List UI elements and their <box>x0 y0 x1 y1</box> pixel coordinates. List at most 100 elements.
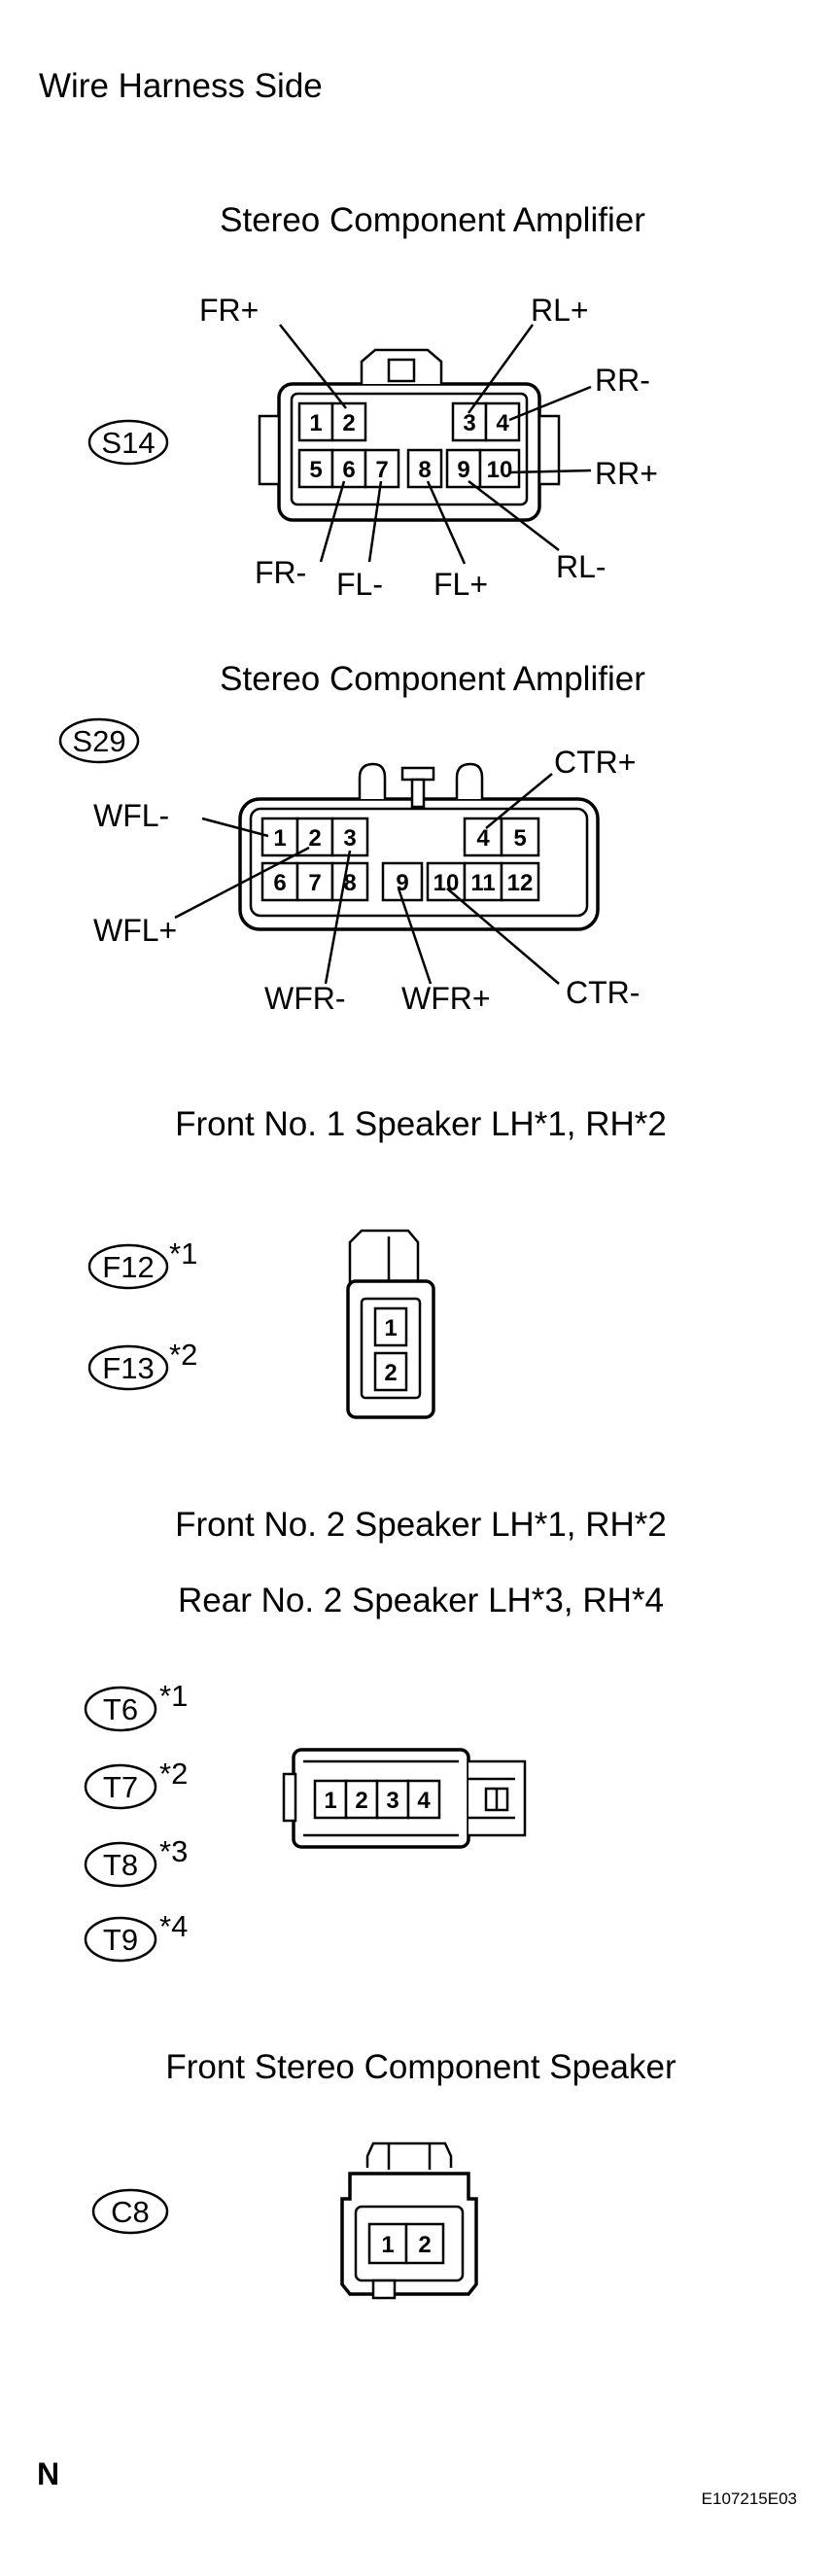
code-ellipse <box>87 419 169 466</box>
housing-tab-right <box>537 414 561 486</box>
pin-6: 6 <box>342 457 355 483</box>
connector-title: Front Stereo Component Speaker <box>165 2048 676 2086</box>
code-label: F12 <box>102 1250 154 1284</box>
pin-1: 1 <box>309 410 322 436</box>
pin-7: 7 <box>375 457 388 483</box>
connector-t6-t9: Front No. 2 Speaker LH*1, RH*2 Rear No. … <box>84 1506 667 1963</box>
pin-1: 1 <box>324 1788 336 1814</box>
connector-code-badge: S14 <box>87 419 169 466</box>
housing-face <box>354 2205 465 2282</box>
pin-7: 7 <box>308 870 321 896</box>
label-wfl-minus: WFL- <box>93 798 169 833</box>
label-ctr-minus: CTR- <box>566 975 640 1010</box>
housing-latch-key <box>387 358 416 383</box>
pin-8: 8 <box>418 457 431 483</box>
pin-1: 1 <box>384 1315 397 1341</box>
connector-code-badge: S29 <box>58 717 140 764</box>
housing-face <box>249 807 589 918</box>
code-note: *2 <box>169 1338 197 1372</box>
connector-housing: 1 2 3 4 <box>282 1748 527 1849</box>
code-note: *1 <box>159 1679 188 1713</box>
pin-2: 2 <box>384 1360 397 1386</box>
housing-latch-stem <box>410 778 426 809</box>
pin-grid: 1 2 3 4 <box>313 1779 441 1820</box>
connector-s29: Stereo Component Amplifier S29 1 2 3 4 5… <box>58 660 645 1016</box>
pin-labels: WFL- WFL+ WFR- WFR+ CTR+ CTR- <box>93 745 640 1016</box>
label-rr-minus: RR- <box>595 363 650 398</box>
housing-key <box>371 2279 397 2300</box>
housing-tab-left <box>258 414 281 486</box>
code-note: *4 <box>159 1909 188 1943</box>
code-label: T6 <box>103 1692 138 1726</box>
housing-latch-key <box>400 766 435 782</box>
pin-11: 11 <box>470 870 495 896</box>
pin-2: 2 <box>342 410 355 436</box>
leader-lines <box>279 324 592 565</box>
connector-subtitle: Rear No. 2 Speaker LH*3, RH*4 <box>178 1582 664 1619</box>
label-ctr-plus: CTR+ <box>554 745 636 780</box>
pin-1: 1 <box>273 825 286 852</box>
connector-code-badge: T8 *3 <box>84 1834 188 1888</box>
label-wfr-minus: WFR- <box>264 981 346 1016</box>
connector-housing: 1 2 3 4 5 6 7 8 9 10 11 12 <box>238 762 600 931</box>
label-wfr-plus: WFR+ <box>401 981 491 1016</box>
label-fl-plus: FL+ <box>433 567 488 602</box>
code-label: S14 <box>101 426 155 460</box>
code-ellipse <box>91 2188 169 2235</box>
label-rr-plus: RR+ <box>595 456 658 491</box>
housing-tab-left <box>282 1772 297 1823</box>
figure-code: E107215E03 <box>702 2489 797 2508</box>
code-ellipse <box>58 717 140 764</box>
pin-3: 3 <box>463 410 475 436</box>
label-fl-minus: FL- <box>336 567 383 602</box>
connector-title: Front No. 2 Speaker LH*1, RH*2 <box>175 1506 667 1544</box>
code-note: *2 <box>159 1757 188 1791</box>
code-ellipse <box>87 1344 169 1391</box>
housing-latch-right <box>455 762 484 799</box>
pin-4: 4 <box>417 1788 431 1814</box>
connector-s14: Stereo Component Amplifier S14 1 2 3 4 5 <box>87 201 658 602</box>
connector-housing: 1 2 <box>346 1229 435 1419</box>
code-label: C8 <box>111 2195 150 2229</box>
pin-2: 2 <box>355 1788 367 1814</box>
connector-code-badge: C8 <box>91 2188 169 2235</box>
label-rl-minus: RL- <box>556 549 607 584</box>
pin-3: 3 <box>386 1788 399 1814</box>
housing-latch <box>348 1229 420 1285</box>
header-title: Wire Harness Side <box>39 67 323 105</box>
pin-2: 2 <box>418 2232 431 2258</box>
label-wfl-plus: WFL+ <box>93 913 177 948</box>
pin-4: 4 <box>496 410 509 436</box>
pin-5: 5 <box>309 457 322 483</box>
connector-code-badge: F12 *1 <box>87 1236 197 1290</box>
label-rl-plus: RL+ <box>531 293 589 328</box>
pin-9: 9 <box>457 457 469 483</box>
footer-mark: N <box>37 2456 59 2491</box>
housing-face <box>360 1297 422 1400</box>
code-label: T8 <box>103 1848 138 1882</box>
pin-10: 10 <box>487 457 513 483</box>
pin-labels: FR+ RL+ RR- RR+ FR- FL- FL+ RL- <box>199 293 658 602</box>
connector-housing: 1 2 <box>340 2141 478 2300</box>
connector-title: Front No. 1 Speaker LH*1, RH*2 <box>175 1105 667 1143</box>
housing-face <box>290 392 529 506</box>
pin-8: 8 <box>343 870 356 896</box>
pin-9: 9 <box>396 870 408 896</box>
connector-f12-f13: Front No. 1 Speaker LH*1, RH*2 F12 *1 F1… <box>87 1105 667 1419</box>
pin-6: 6 <box>273 870 286 896</box>
code-label: S29 <box>72 724 125 758</box>
code-note: *3 <box>159 1834 188 1868</box>
housing-latch <box>365 2141 453 2168</box>
housing-outline <box>346 1279 435 1419</box>
connector-code-badge: F13 *2 <box>87 1338 197 1391</box>
code-note: *1 <box>169 1236 197 1271</box>
code-label: F13 <box>102 1351 154 1385</box>
connector-title: Stereo Component Amplifier <box>220 201 645 239</box>
connector-c8: Front Stereo Component Speaker C8 1 2 <box>91 2048 676 2300</box>
pin-1: 1 <box>381 2232 394 2258</box>
pin-2: 2 <box>308 825 321 852</box>
code-label: T7 <box>103 1770 138 1804</box>
code-ellipse <box>87 1243 169 1290</box>
pin-5: 5 <box>513 825 526 852</box>
